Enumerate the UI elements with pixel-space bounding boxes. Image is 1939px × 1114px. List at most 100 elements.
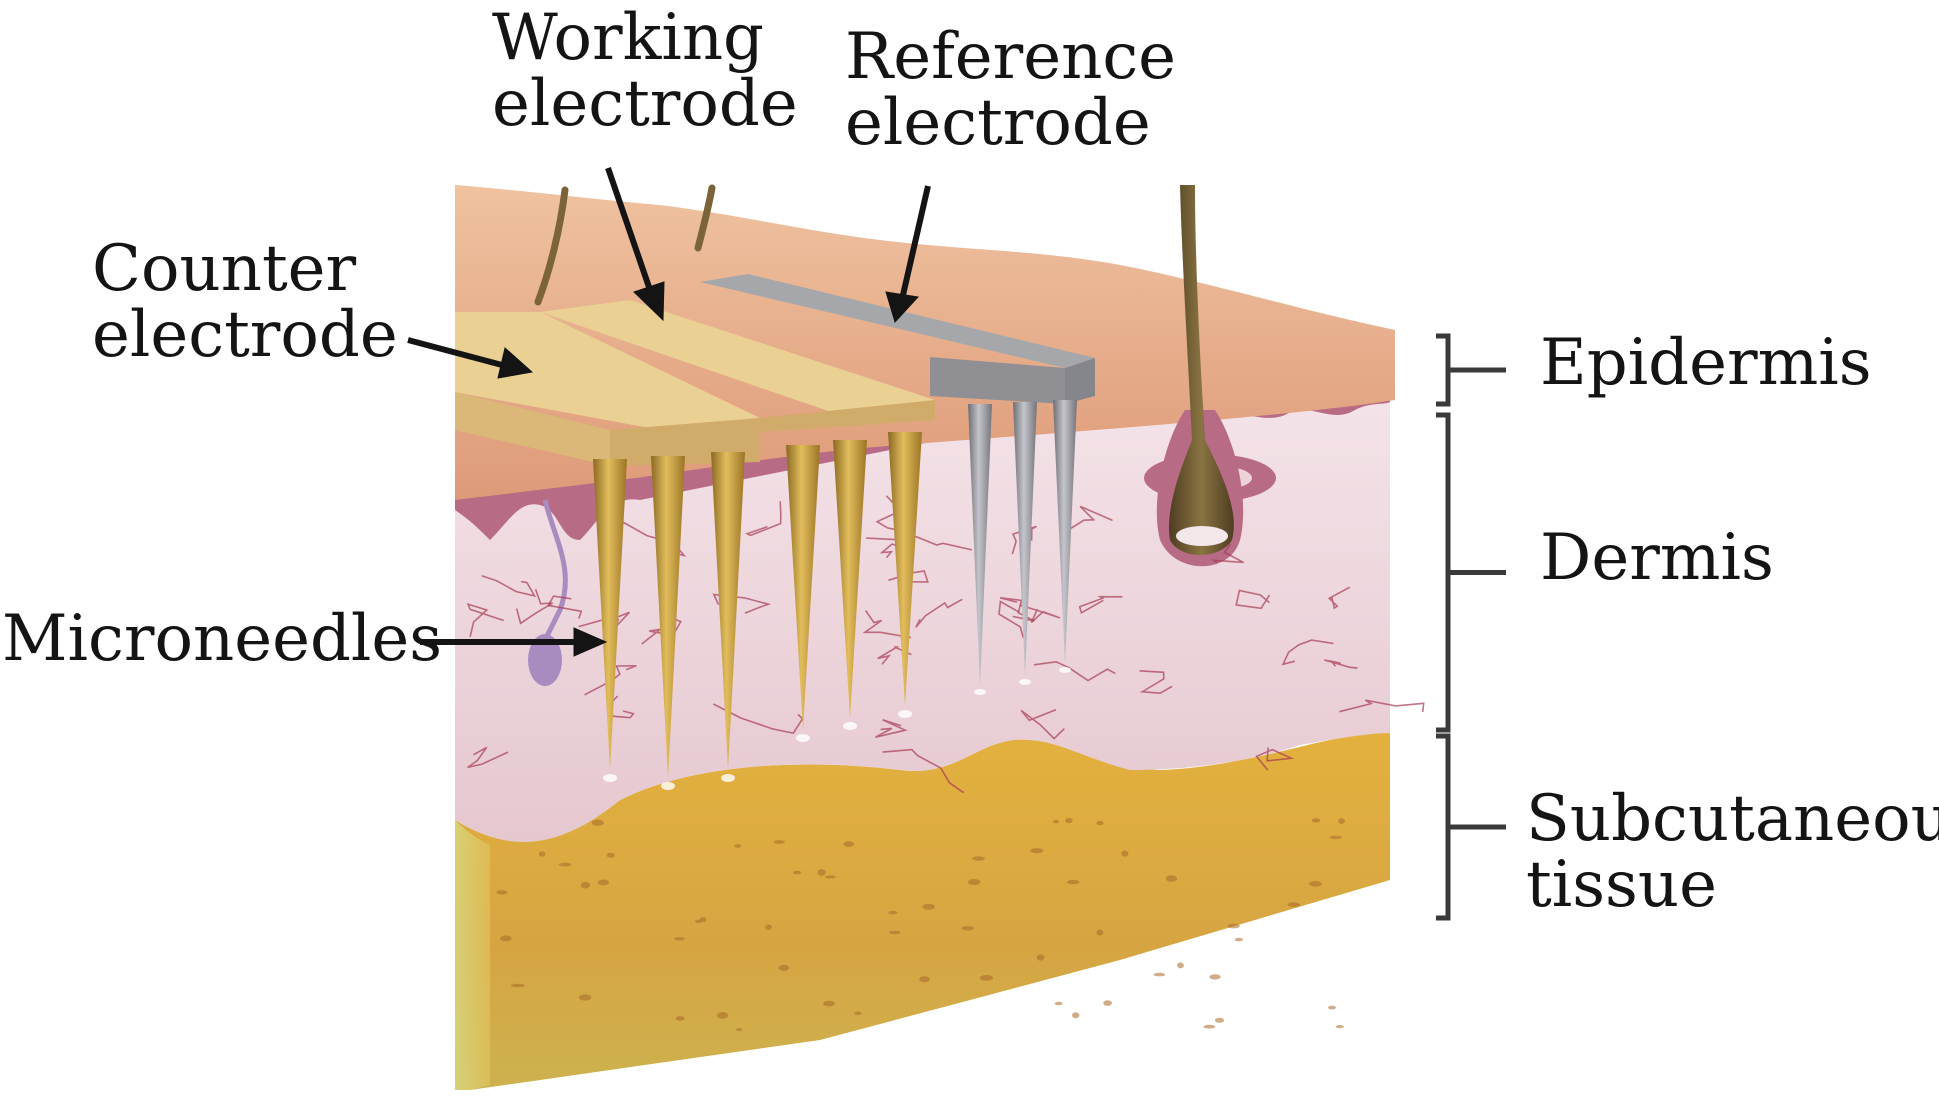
fat-cell [717,1012,728,1019]
blood-vessel [467,746,509,769]
fat-cell [1177,962,1184,969]
fat-cell [1103,1000,1112,1006]
blood-vessel [882,748,965,794]
fat-cell [1287,902,1301,907]
fat-cell [888,910,898,915]
blood-vessel [999,597,1035,622]
blood-vessel [1033,660,1116,682]
counter-electrode [455,312,760,430]
working-electrode-label: Working electrode [492,5,798,137]
fat-cell [675,1016,685,1021]
blood-vessel [1255,747,1295,771]
reference-electrode-label-line-2: electrode [845,86,1151,160]
gold-microneedle [786,445,820,730]
working-electrode-label-line-2: electrode [492,67,798,141]
fat-cell [817,869,826,876]
counter-electrode-arrow [407,337,503,368]
fat-cell [1030,848,1044,854]
hair-shaft [1169,185,1234,555]
fat-cell [1214,1017,1225,1023]
blood-vessel [1078,595,1123,614]
fat-cell [538,851,546,857]
working-electrode [540,300,935,415]
blood-vessel [1235,589,1271,610]
subcutaneous-bracket [1436,733,1506,921]
needle-tip-highlight [661,782,675,790]
fat-cell [824,875,836,879]
fat-cell [606,852,615,858]
fat-cell [778,964,790,971]
fat-cell [580,881,591,889]
fat-cell [578,994,592,1001]
subcutaneous-tissue-label-line-2: tissue [1526,848,1717,922]
label-arrows [407,167,931,657]
fat-cell [734,844,742,848]
fat-cell [1065,817,1073,824]
needle-tip-highlight [603,774,617,782]
needle-tip-highlight [1019,679,1031,685]
fat-cell [500,935,512,942]
fat-cell [1335,1025,1344,1029]
subcutaneous-layer [455,732,1390,1090]
counter-electrode-label: Counter electrode [92,236,398,368]
blood-vessel [712,593,772,614]
fat-cell [591,819,604,826]
blood-vessel [1020,708,1065,740]
fat-cell [889,930,901,935]
working-electrode-arrowhead [633,281,665,322]
fat-cell [1311,818,1321,823]
needle-tip-highlight [843,722,857,730]
fat-cell [511,983,525,988]
fat-cell [1036,954,1045,961]
blood-vessel [1211,543,1244,564]
fat-cell [1329,835,1343,840]
grey-microneedle [968,404,992,686]
counter-electrode-label-line-1: Counter [92,232,357,306]
fat-cell [793,870,802,875]
blood-vessel [1281,639,1334,666]
fat-cell [979,975,994,981]
fat-cells [496,817,1345,1032]
blood-vessel [745,501,782,537]
microneedles-label: Microneedles [2,602,443,676]
fat-cell [1328,1005,1336,1010]
reference-electrode-label: Reference electrode [845,24,1176,156]
needle-tip-highlight [796,734,810,742]
reference-electrode-arrowhead [885,291,920,323]
working-electrode-front [760,400,935,432]
gold-microneedle [833,440,867,718]
reference-electrode-label-line-1: Reference [845,20,1177,94]
fat-cell [1066,879,1080,885]
blood-vessel [877,646,912,665]
subcutaneous-side-face [455,820,490,1090]
surface-hair [534,186,569,306]
fat-cell [961,926,974,931]
epidermis-label: Epidermis [1540,326,1872,400]
blood-vessel [466,602,504,638]
working-electrode-arrow [605,167,653,291]
gold-microneedle [888,432,922,706]
blood-vessel [481,574,537,598]
fat-cell [597,879,610,886]
reference-electrode [930,357,1065,404]
fat-cell [694,919,702,924]
fat-cell [823,1000,835,1007]
blood-vessel [1324,659,1358,669]
reference-electrode-front [1065,358,1095,404]
sweat-gland [528,634,562,686]
fat-cell [1227,923,1240,929]
fat-cell [1338,818,1345,824]
fat-cell [1052,819,1059,824]
counter-electrode-side [455,392,610,466]
microneedles-arrowhead [573,627,608,657]
fat-cell [1121,850,1129,857]
blood-vessel [1139,670,1173,695]
layer-brackets [1436,333,1506,921]
needle-tip-highlight [721,774,735,782]
gold-microneedle [593,459,627,770]
gold-microneedle [651,456,685,778]
fat-cell [1153,972,1166,977]
fat-cell [736,1028,743,1032]
